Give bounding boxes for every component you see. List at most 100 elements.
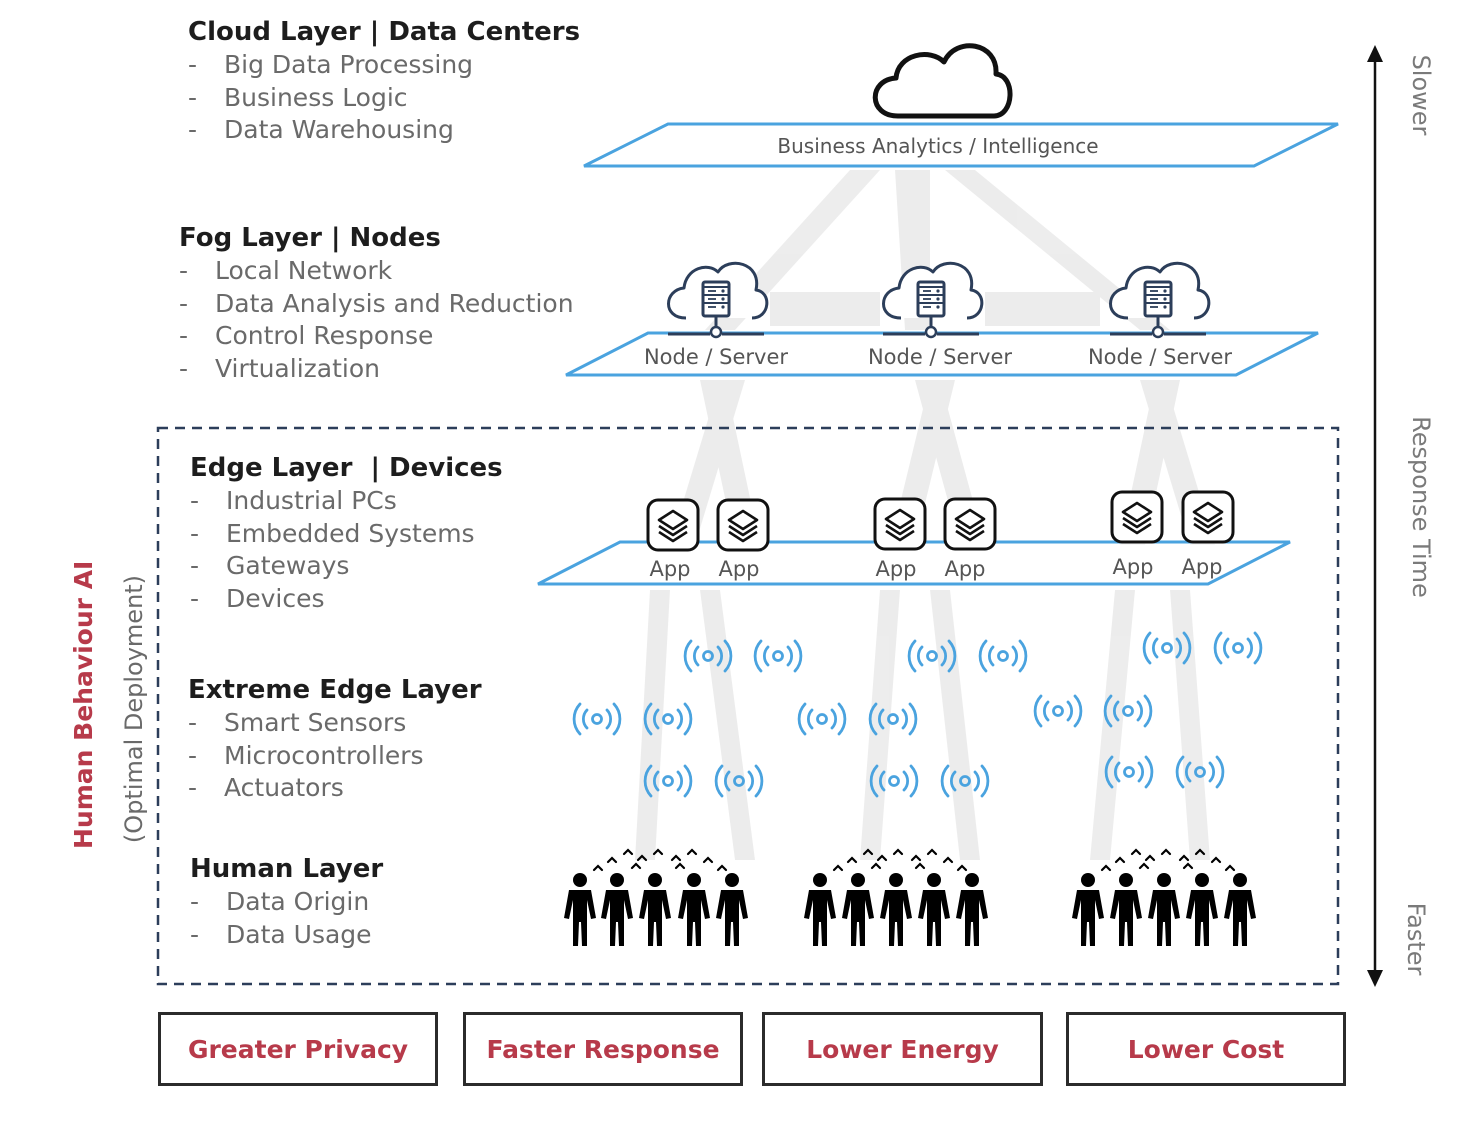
app-layers-icon: [873, 497, 927, 551]
benefit-lower-energy: Lower Energy: [762, 1012, 1043, 1086]
wireless-sensor-icon: [1175, 755, 1225, 789]
sensors-group: [572, 631, 1263, 798]
wireless-sensor-icon: [868, 702, 918, 736]
people-group-icon: [564, 848, 748, 946]
wireless-sensor-icon: [978, 639, 1028, 673]
person-icon: [842, 873, 874, 946]
connection-beam: [770, 292, 880, 326]
wireless-sensor-icon: [1142, 631, 1192, 665]
person-icon: [1186, 873, 1218, 946]
app-layers-icon: [646, 498, 700, 552]
wireless-sensor-icon: [683, 639, 733, 673]
node-label: Node / Server: [1088, 345, 1232, 369]
app-layers-icon: [1110, 490, 1164, 544]
fog-layer-block: Fog Layer | Nodes -Local Network -Data A…: [179, 221, 574, 385]
signal-marks: [832, 848, 968, 872]
human-layer-block: Human Layer -Data Origin -Data Usage: [190, 852, 383, 951]
signal-marks: [1100, 848, 1236, 872]
wireless-sensor-icon: [1033, 694, 1083, 728]
wireless-sensor-icon: [1103, 694, 1153, 728]
person-icon: [1072, 873, 1104, 946]
person-icon: [1224, 873, 1256, 946]
faster-label: Faster: [1402, 902, 1430, 976]
layer-item: -Data Warehousing: [188, 115, 454, 144]
wireless-sensor-icon: [572, 702, 622, 736]
connection-beams: [635, 170, 1215, 860]
person-icon: [716, 873, 748, 946]
layer-title: Cloud Layer | Data Centers: [188, 17, 581, 47]
layer-item: -Gateways: [190, 551, 350, 580]
layer-title: Edge Layer | Devices: [190, 453, 503, 483]
node-label: Node / Server: [644, 345, 788, 369]
cloud-server-icon: [667, 261, 769, 339]
response-time-label: Response Time: [1407, 416, 1435, 598]
benefit-faster-response: Faster Response: [463, 1012, 743, 1086]
people-group-icon: [1072, 848, 1256, 946]
wireless-sensor-icon: [643, 764, 693, 798]
cloud-icon: [872, 43, 1013, 119]
person-icon: [804, 873, 836, 946]
layer-item: -Data Origin: [190, 887, 370, 916]
person-icon: [564, 873, 596, 946]
wireless-sensor-icon: [753, 639, 803, 673]
app-layers-icon: [943, 497, 997, 551]
people-groups: [564, 848, 1256, 946]
layer-title: Extreme Edge Layer: [188, 675, 482, 705]
cloud-server-icon: [1109, 261, 1211, 339]
person-icon: [678, 873, 710, 946]
wireless-sensor-icon: [1104, 755, 1154, 789]
layer-item: -Data Analysis and Reduction: [179, 288, 574, 318]
node-label: Node / Server: [868, 345, 1012, 369]
signal-marks: [592, 848, 728, 872]
connection-beam: [985, 292, 1100, 326]
wireless-sensor-icon: [714, 764, 764, 798]
app-label: App: [944, 557, 985, 581]
servers-group: [667, 261, 1211, 339]
people-group-icon: [804, 848, 988, 946]
connection-beam: [1170, 590, 1210, 860]
app-label: App: [649, 557, 690, 581]
layer-item: -Local Network: [179, 256, 393, 285]
edge-plane: [537, 540, 1291, 586]
edge-layer-block: Edge Layer | Devices -Industrial PCs -Em…: [190, 451, 503, 615]
layer-item: -Control Response: [179, 321, 434, 350]
connection-beam: [635, 590, 670, 860]
cloud-shape: [872, 43, 1013, 119]
wireless-sensor-icon: [797, 702, 847, 736]
arrow-up-icon: [1367, 45, 1383, 62]
wireless-sensor-icon: [643, 702, 693, 736]
cloud-plane: [583, 122, 1339, 168]
cloud-server-icon: [882, 261, 984, 339]
layer-item: -Smart Sensors: [188, 708, 407, 737]
app-layers-icon: [1181, 490, 1235, 544]
slower-label: Slower: [1407, 54, 1435, 136]
app-label: App: [1112, 555, 1153, 579]
person-icon: [918, 873, 950, 946]
layer-item: -Big Data Processing: [188, 50, 474, 79]
connection-beam: [945, 170, 1170, 330]
wireless-sensor-icon: [940, 764, 990, 798]
layer-item: -Data Usage: [190, 919, 372, 949]
person-icon: [1148, 873, 1180, 946]
app-label: App: [718, 557, 759, 581]
cloud-layer-block: Cloud Layer | Data Centers -Big Data Pro…: [188, 15, 580, 147]
app-layers-icon: [716, 498, 770, 552]
benefit-greater-privacy: Greater Privacy: [158, 1012, 438, 1086]
wireless-sensor-icon: [1213, 631, 1263, 665]
person-icon: [880, 873, 912, 946]
layer-item: -Industrial PCs: [190, 486, 397, 515]
apps-group: [646, 490, 1235, 552]
app-label: App: [1181, 555, 1222, 579]
connection-beam: [930, 590, 980, 860]
arrow-down-icon: [1367, 970, 1383, 987]
layer-item: -Actuators: [188, 773, 344, 802]
layer-item: -Embedded Systems: [190, 518, 475, 548]
person-icon: [1110, 873, 1142, 946]
extreme-edge-layer-block: Extreme Edge Layer -Smart Sensors -Micro…: [188, 673, 482, 805]
layer-item: -Business Logic: [188, 82, 408, 112]
cloud-plane-label: Business Analytics / Intelligence: [777, 134, 1098, 158]
layer-title: Fog Layer | Nodes: [179, 223, 441, 253]
person-icon: [956, 873, 988, 946]
person-icon: [639, 873, 671, 946]
layer-item: -Virtualization: [179, 353, 380, 383]
